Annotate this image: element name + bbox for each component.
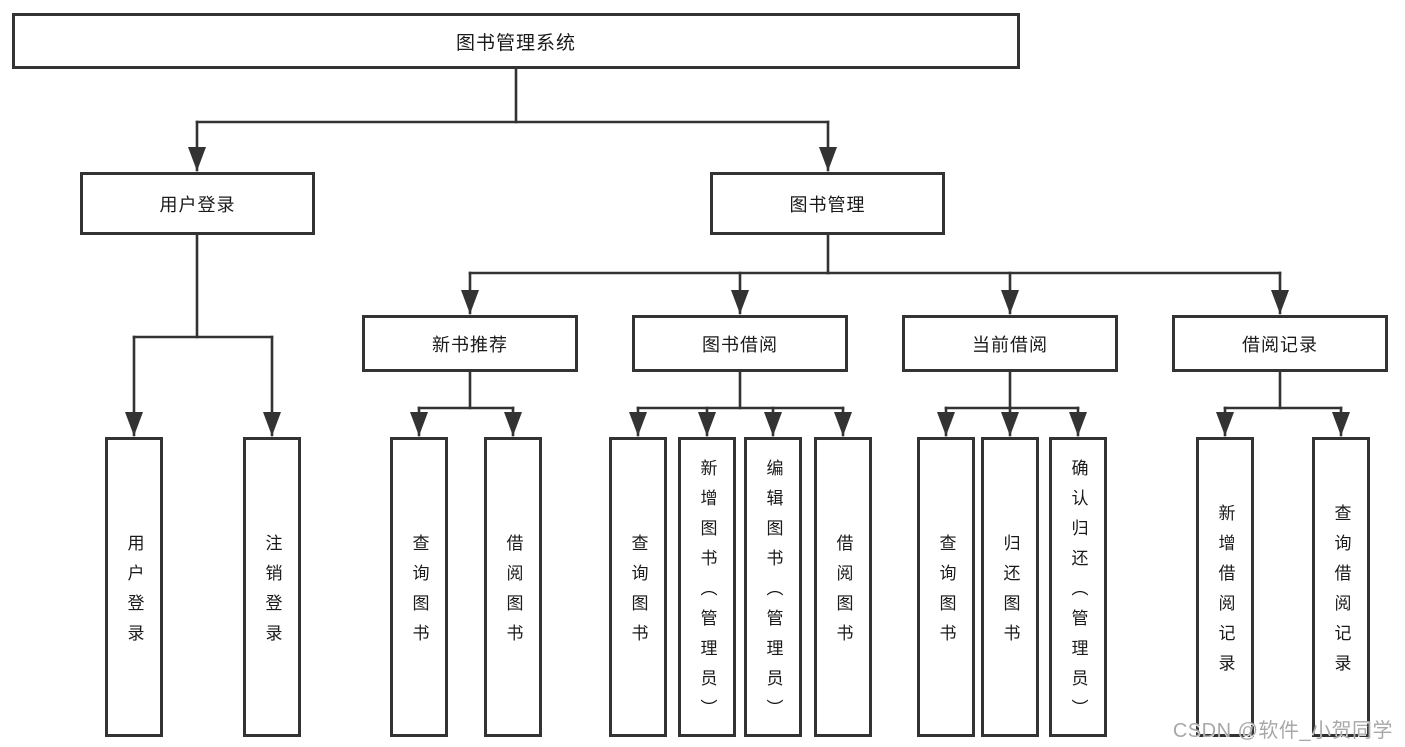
node-book-management: 图书管理: [710, 172, 945, 235]
leaf-logout-label: 注销登录: [262, 533, 282, 654]
node-new-book-recommend: 新书推荐: [362, 315, 578, 372]
leaf-return-book-label: 归还图书: [1000, 533, 1020, 654]
leaf-user-login: 用户登录: [105, 437, 163, 737]
leaf-query-books-2: 查询图书: [609, 437, 667, 737]
leaf-query-books-1-label: 查询图书: [409, 533, 429, 654]
leaf-query-books-3: 查询图书: [917, 437, 975, 737]
leaf-confirm-return-admin-label: 确认归还（管理员）: [1068, 458, 1088, 729]
leaf-user-login-label: 用户登录: [124, 533, 144, 654]
leaf-edit-book-admin: 编辑图书（管理员）: [744, 437, 802, 737]
leaf-query-borrow-record: 查询借阅记录: [1312, 437, 1370, 737]
leaf-add-book-admin: 新增图书（管理员）: [678, 437, 736, 737]
leaf-borrow-books-1-label: 借阅图书: [503, 533, 523, 654]
node-root: 图书管理系统: [12, 13, 1020, 69]
leaf-confirm-return-admin: 确认归还（管理员）: [1049, 437, 1107, 737]
leaf-borrow-books-2-label: 借阅图书: [833, 533, 853, 654]
leaf-add-borrow-record-label: 新增借阅记录: [1215, 503, 1235, 684]
leaf-add-borrow-record: 新增借阅记录: [1196, 437, 1254, 737]
node-borrowing-records: 借阅记录: [1172, 315, 1388, 372]
leaf-query-books-2-label: 查询图书: [628, 533, 648, 654]
leaf-query-borrow-record-label: 查询借阅记录: [1331, 503, 1351, 684]
leaf-borrow-books-1: 借阅图书: [484, 437, 542, 737]
leaf-return-book: 归还图书: [981, 437, 1039, 737]
node-user-login: 用户登录: [80, 172, 315, 235]
leaf-logout: 注销登录: [243, 437, 301, 737]
leaf-add-book-admin-label: 新增图书（管理员）: [697, 458, 717, 729]
leaf-query-books-1: 查询图书: [390, 437, 448, 737]
leaf-query-books-3-label: 查询图书: [936, 533, 956, 654]
node-current-borrowing: 当前借阅: [902, 315, 1118, 372]
node-book-borrowing: 图书借阅: [632, 315, 848, 372]
leaf-edit-book-admin-label: 编辑图书（管理员）: [763, 458, 783, 729]
leaf-borrow-books-2: 借阅图书: [814, 437, 872, 737]
